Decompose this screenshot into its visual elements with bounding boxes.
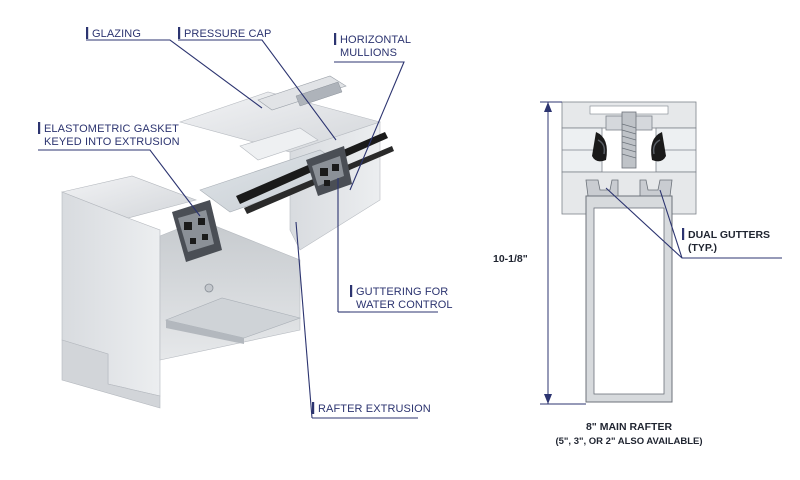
callout-gasket: ELASTOMETRIC GASKET KEYED INTO EXTRUSION	[38, 122, 201, 217]
isometric-assembly	[60, 75, 394, 409]
pressure-cap-ridge	[295, 81, 343, 107]
left-gasket-cluster	[172, 200, 222, 262]
callout-pressure-cap: PRESSURE CAP	[178, 27, 337, 141]
also-available-caption: (5", 3", OR 2" ALSO AVAILABLE)	[555, 436, 702, 447]
height-dimension-label: 10-1/8"	[493, 253, 528, 265]
rafter-bottom-channel-lip	[166, 320, 244, 344]
callout-guttering: GUTTERING FOR WATER CONTROL	[337, 178, 453, 313]
label-gasket-2: KEYED INTO EXTRUSION	[44, 136, 180, 148]
label-horizontal-mullions-2: MULLIONS	[340, 47, 397, 59]
main-rafter-caption: 8" MAIN RAFTER	[586, 421, 672, 433]
section-rafter-tube-inner	[593, 207, 665, 395]
cross-rafter-top	[239, 127, 319, 161]
label-gasket-1: ELASTOMETRIC GASKET	[44, 123, 179, 135]
label-pressure-cap: PRESSURE CAP	[184, 28, 271, 40]
web-bolt	[204, 283, 214, 293]
callout-glazing: GLAZING	[86, 27, 263, 109]
rafter-cross-section	[561, 101, 697, 403]
label-horizontal-mullions-1: HORIZONTAL	[340, 34, 411, 46]
label-dual-gutters-2: (TYP.)	[688, 242, 717, 254]
label-guttering-2: WATER CONTROL	[356, 299, 453, 311]
pressure-cap-bar	[257, 75, 347, 111]
near-rafter-lower-flange	[61, 339, 161, 409]
section-gasket-right	[651, 132, 666, 162]
label-dual-gutters-1: DUAL GUTTERS	[688, 229, 770, 241]
section-gasket-left	[592, 132, 607, 162]
label-glazing: GLAZING	[92, 28, 141, 40]
callout-rafter-extrusion: RAFTER EXTRUSION	[295, 221, 431, 419]
label-guttering-1: GUTTERING FOR	[356, 286, 448, 298]
height-dimension: 10-1/8"	[493, 101, 586, 405]
right-gasket-cluster	[306, 146, 352, 196]
section-bolt	[621, 111, 637, 169]
label-rafter-extrusion: RAFTER EXTRUSION	[318, 403, 431, 415]
callout-horizontal-mullions: HORIZONTAL MULLIONS	[334, 33, 411, 191]
callout-dual-gutters: DUAL GUTTERS (TYP.)	[605, 187, 782, 259]
